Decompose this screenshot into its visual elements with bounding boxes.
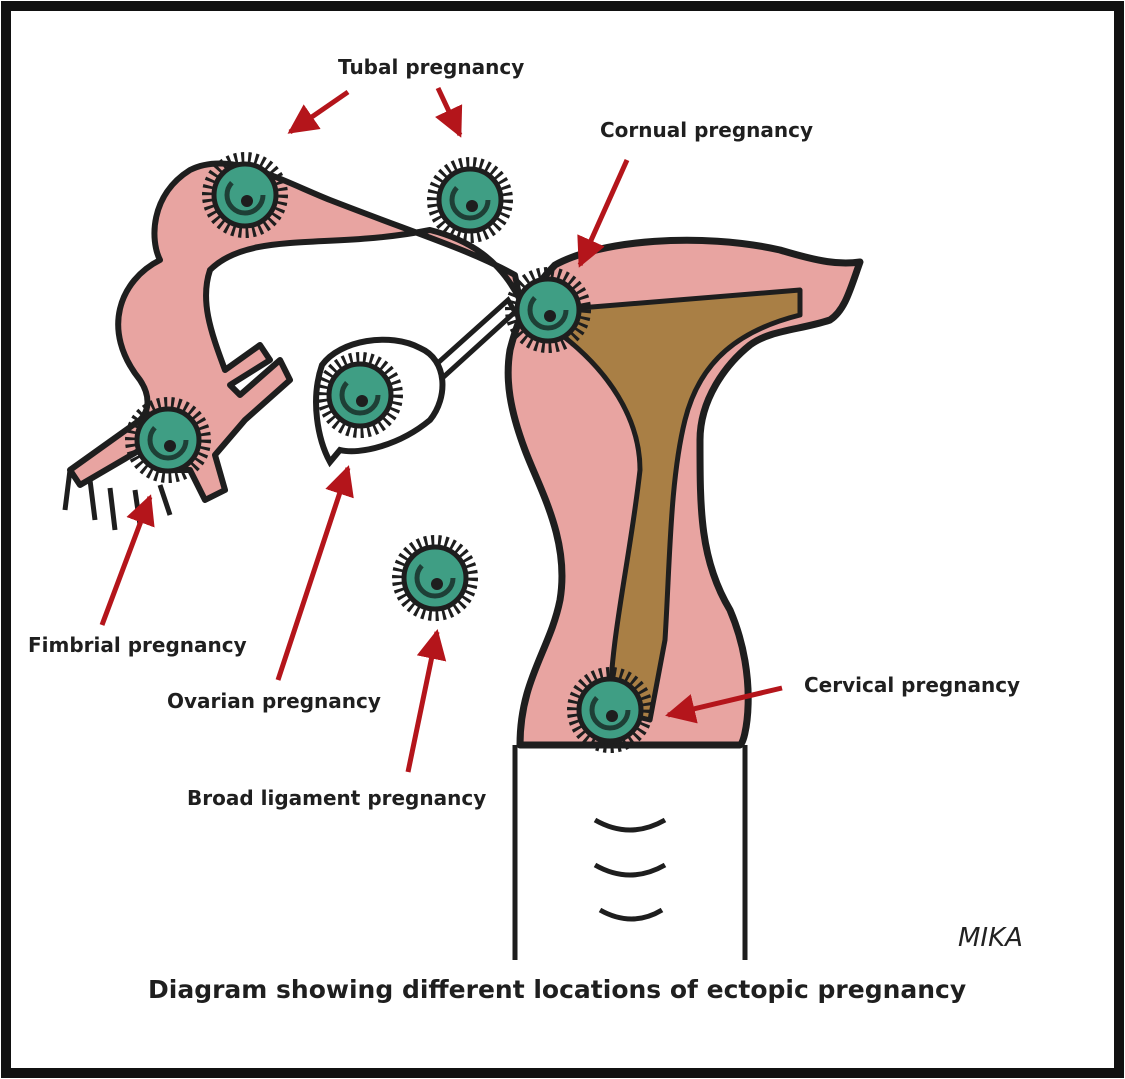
label-tubal: Tubal pregnancy — [338, 55, 524, 79]
broad-ligament-embryo — [397, 540, 473, 616]
arrow-tubal-right — [438, 88, 460, 135]
label-fimbrial: Fimbrial pregnancy — [28, 633, 247, 657]
arrow-tubal-left — [290, 92, 348, 132]
tubal-embryo-2 — [432, 162, 508, 238]
vagina-shape — [515, 745, 745, 960]
artist-signature: MIKA — [958, 923, 1023, 953]
label-broad-ligament: Broad ligament pregnancy — [187, 786, 486, 810]
arrow-fimbrial — [102, 497, 150, 625]
arrow-broad-ligament — [408, 632, 437, 772]
diagram-caption: Diagram showing different locations of e… — [148, 975, 966, 1004]
label-ovarian: Ovarian pregnancy — [167, 689, 381, 713]
label-cornual: Cornual pregnancy — [600, 118, 813, 142]
arrow-ovarian — [278, 468, 348, 680]
label-cervical: Cervical pregnancy — [804, 673, 1020, 697]
